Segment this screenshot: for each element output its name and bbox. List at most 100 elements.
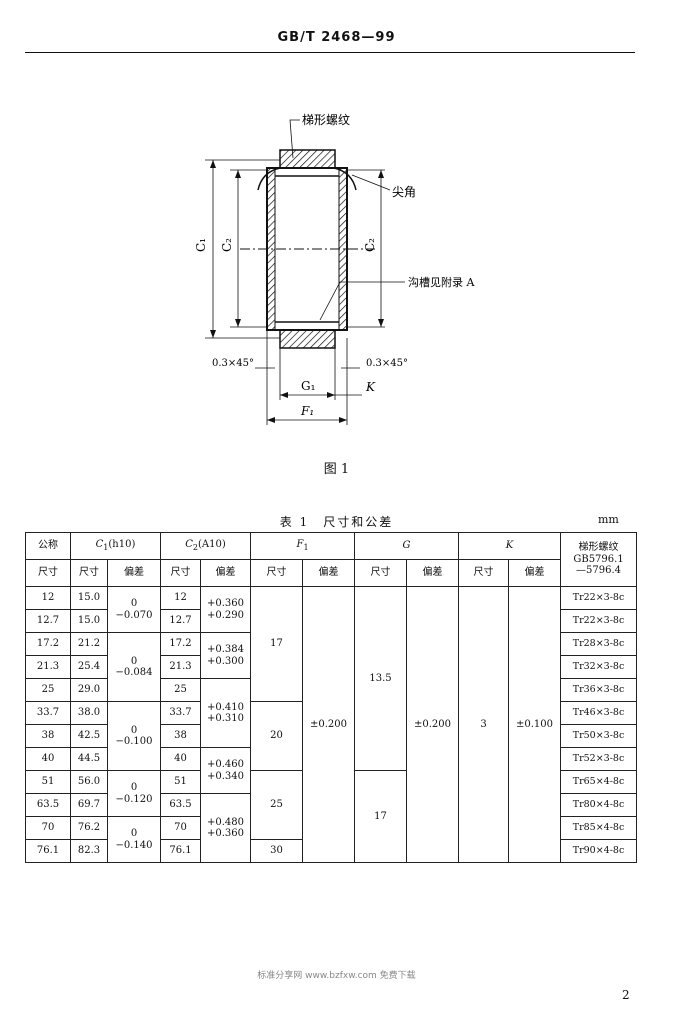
c1-size-cell: 15.0 (70, 609, 108, 633)
c1-size-cell: 69.7 (70, 793, 108, 817)
k-size-cell: 3 (458, 586, 510, 863)
nominal-size-cell: 21.3 (25, 655, 71, 679)
subhead-deviation: 偏差 (301, 559, 356, 587)
c2-left-label: C₂ (220, 238, 234, 252)
bushing-drawing: 梯形螺纹 尖角 沟槽见附录 A C₁ C₂ C₂ 0.3×45° 0.3×45°… (194, 113, 475, 425)
thread-cell: Tr36×3-8c (560, 678, 638, 702)
subhead-deviation: 偏差 (508, 559, 562, 587)
c2-deviation-cell: +0.360+0.290 (200, 586, 251, 633)
subhead-size: 尺寸 (458, 559, 510, 587)
f1-size-cell: 30 (250, 839, 303, 863)
col-nominal-top: 公称 (25, 532, 71, 560)
k-deviation-cell: ±0.100 (508, 586, 562, 863)
f1-deviation-cell: ±0.200 (301, 586, 356, 863)
thread-label: 梯形螺纹 (302, 113, 350, 127)
subhead-size: 尺寸 (70, 559, 108, 587)
nominal-size-cell: 51 (25, 770, 71, 794)
nominal-size-cell: 33.7 (25, 701, 71, 725)
col-f1-header: F1 (249, 532, 356, 560)
g-size-cell: 17 (354, 770, 408, 863)
nominal-size-cell: 40 (25, 747, 71, 771)
g1-label: G₁ (301, 379, 315, 393)
c1-deviation-cell: 0−0.084 (107, 632, 161, 702)
col-thread-header: 梯形螺纹 GB5796.1 —5796.4 (560, 532, 638, 587)
footer-watermark: 标准分享网 www.bzfxw.com 免费下载 (257, 971, 416, 981)
f1-size-cell: 20 (250, 701, 303, 771)
subhead-size: 尺寸 (250, 559, 303, 587)
c2-size-cell: 25 (160, 678, 201, 702)
c1-size-cell: 56.0 (70, 770, 108, 794)
c2-size-cell: 40 (160, 747, 201, 771)
sharp-corner-label: 尖角 (392, 185, 416, 199)
c2-size-cell: 12 (160, 586, 201, 610)
nominal-size-cell: 17.2 (25, 632, 71, 656)
c2-size-cell: 51 (160, 770, 201, 794)
c2-deviation-cell: +0.410+0.310 (200, 678, 251, 748)
g-deviation-cell: ±0.200 (406, 586, 460, 863)
c1-deviation-cell: 0−0.100 (107, 701, 161, 771)
col-nominal-bottom: 尺寸 (25, 559, 71, 587)
c2-deviation-cell: +0.480+0.360 (200, 793, 251, 863)
c2-size-cell: 38 (160, 724, 201, 748)
thread-cell: Tr32×3-8c (560, 655, 638, 679)
c2-size-cell: 76.1 (160, 839, 201, 863)
chamfer-right-label: 0.3×45° (366, 358, 408, 369)
c2-size-cell: 21.3 (160, 655, 201, 679)
header-rule (25, 52, 635, 53)
c1-deviation-cell: 0−0.140 (107, 816, 161, 863)
nominal-size-cell: 63.5 (25, 793, 71, 817)
k-label: K (365, 380, 376, 394)
f1-size-cell: 25 (250, 770, 303, 840)
thread-cell: Tr65×4-8c (560, 770, 638, 794)
thread-cell: Tr50×3-8c (560, 724, 638, 748)
c2-deviation-cell: +0.460+0.340 (200, 747, 251, 794)
subhead-deviation: 偏差 (107, 559, 161, 587)
c2-size-cell: 70 (160, 816, 201, 840)
c1-size-cell: 42.5 (70, 724, 108, 748)
f1-size-cell: 17 (250, 586, 303, 702)
chamfer-left-label: 0.3×45° (212, 358, 254, 369)
c1-size-cell: 21.2 (70, 632, 108, 656)
thread-cell: Tr46×3-8c (560, 701, 638, 725)
thread-cell: Tr28×3-8c (560, 632, 638, 656)
c1-size-cell: 25.4 (70, 655, 108, 679)
c2-size-cell: 33.7 (160, 701, 201, 725)
col-c1-header: C1(h10) (70, 532, 161, 560)
thread-cell: Tr52×3-8c (560, 747, 638, 771)
thread-cell: Tr22×3-8c (560, 586, 638, 610)
c1-size-cell: 38.0 (70, 701, 108, 725)
figure-caption: 图 1 (323, 462, 350, 477)
thread-cell: Tr90×4-8c (560, 839, 638, 863)
c1-deviation-cell: 0−0.120 (107, 770, 161, 817)
c1-size-cell: 82.3 (70, 839, 108, 863)
col-c2-header: C2(A10) (160, 532, 251, 560)
nominal-size-cell: 12.7 (25, 609, 71, 633)
f1-label: F₁ (300, 404, 314, 418)
c1-deviation-cell: 0−0.070 (107, 586, 161, 633)
thread-cell: Tr80×4-8c (560, 793, 638, 817)
subhead-size: 尺寸 (160, 559, 201, 587)
col-k-header: K (458, 532, 562, 560)
subhead-deviation: 偏差 (200, 559, 251, 587)
c1-size-cell: 15.0 (70, 586, 108, 610)
subhead-deviation: 偏差 (406, 559, 460, 587)
c1-size-cell: 76.2 (70, 816, 108, 840)
dimensions-table: 公称 C1(h10) C2(A10) F1 G K 梯形螺纹 GB5796.1 … (25, 532, 638, 863)
c2-right-label: C₂ (363, 238, 377, 252)
c1-label: C₁ (194, 238, 208, 252)
groove-note-label: 沟槽见附录 A (408, 275, 475, 289)
c2-size-cell: 63.5 (160, 793, 201, 817)
col-g-header: G (354, 532, 460, 560)
nominal-size-cell: 12 (25, 586, 71, 610)
bottom-thread-section (279, 329, 336, 349)
